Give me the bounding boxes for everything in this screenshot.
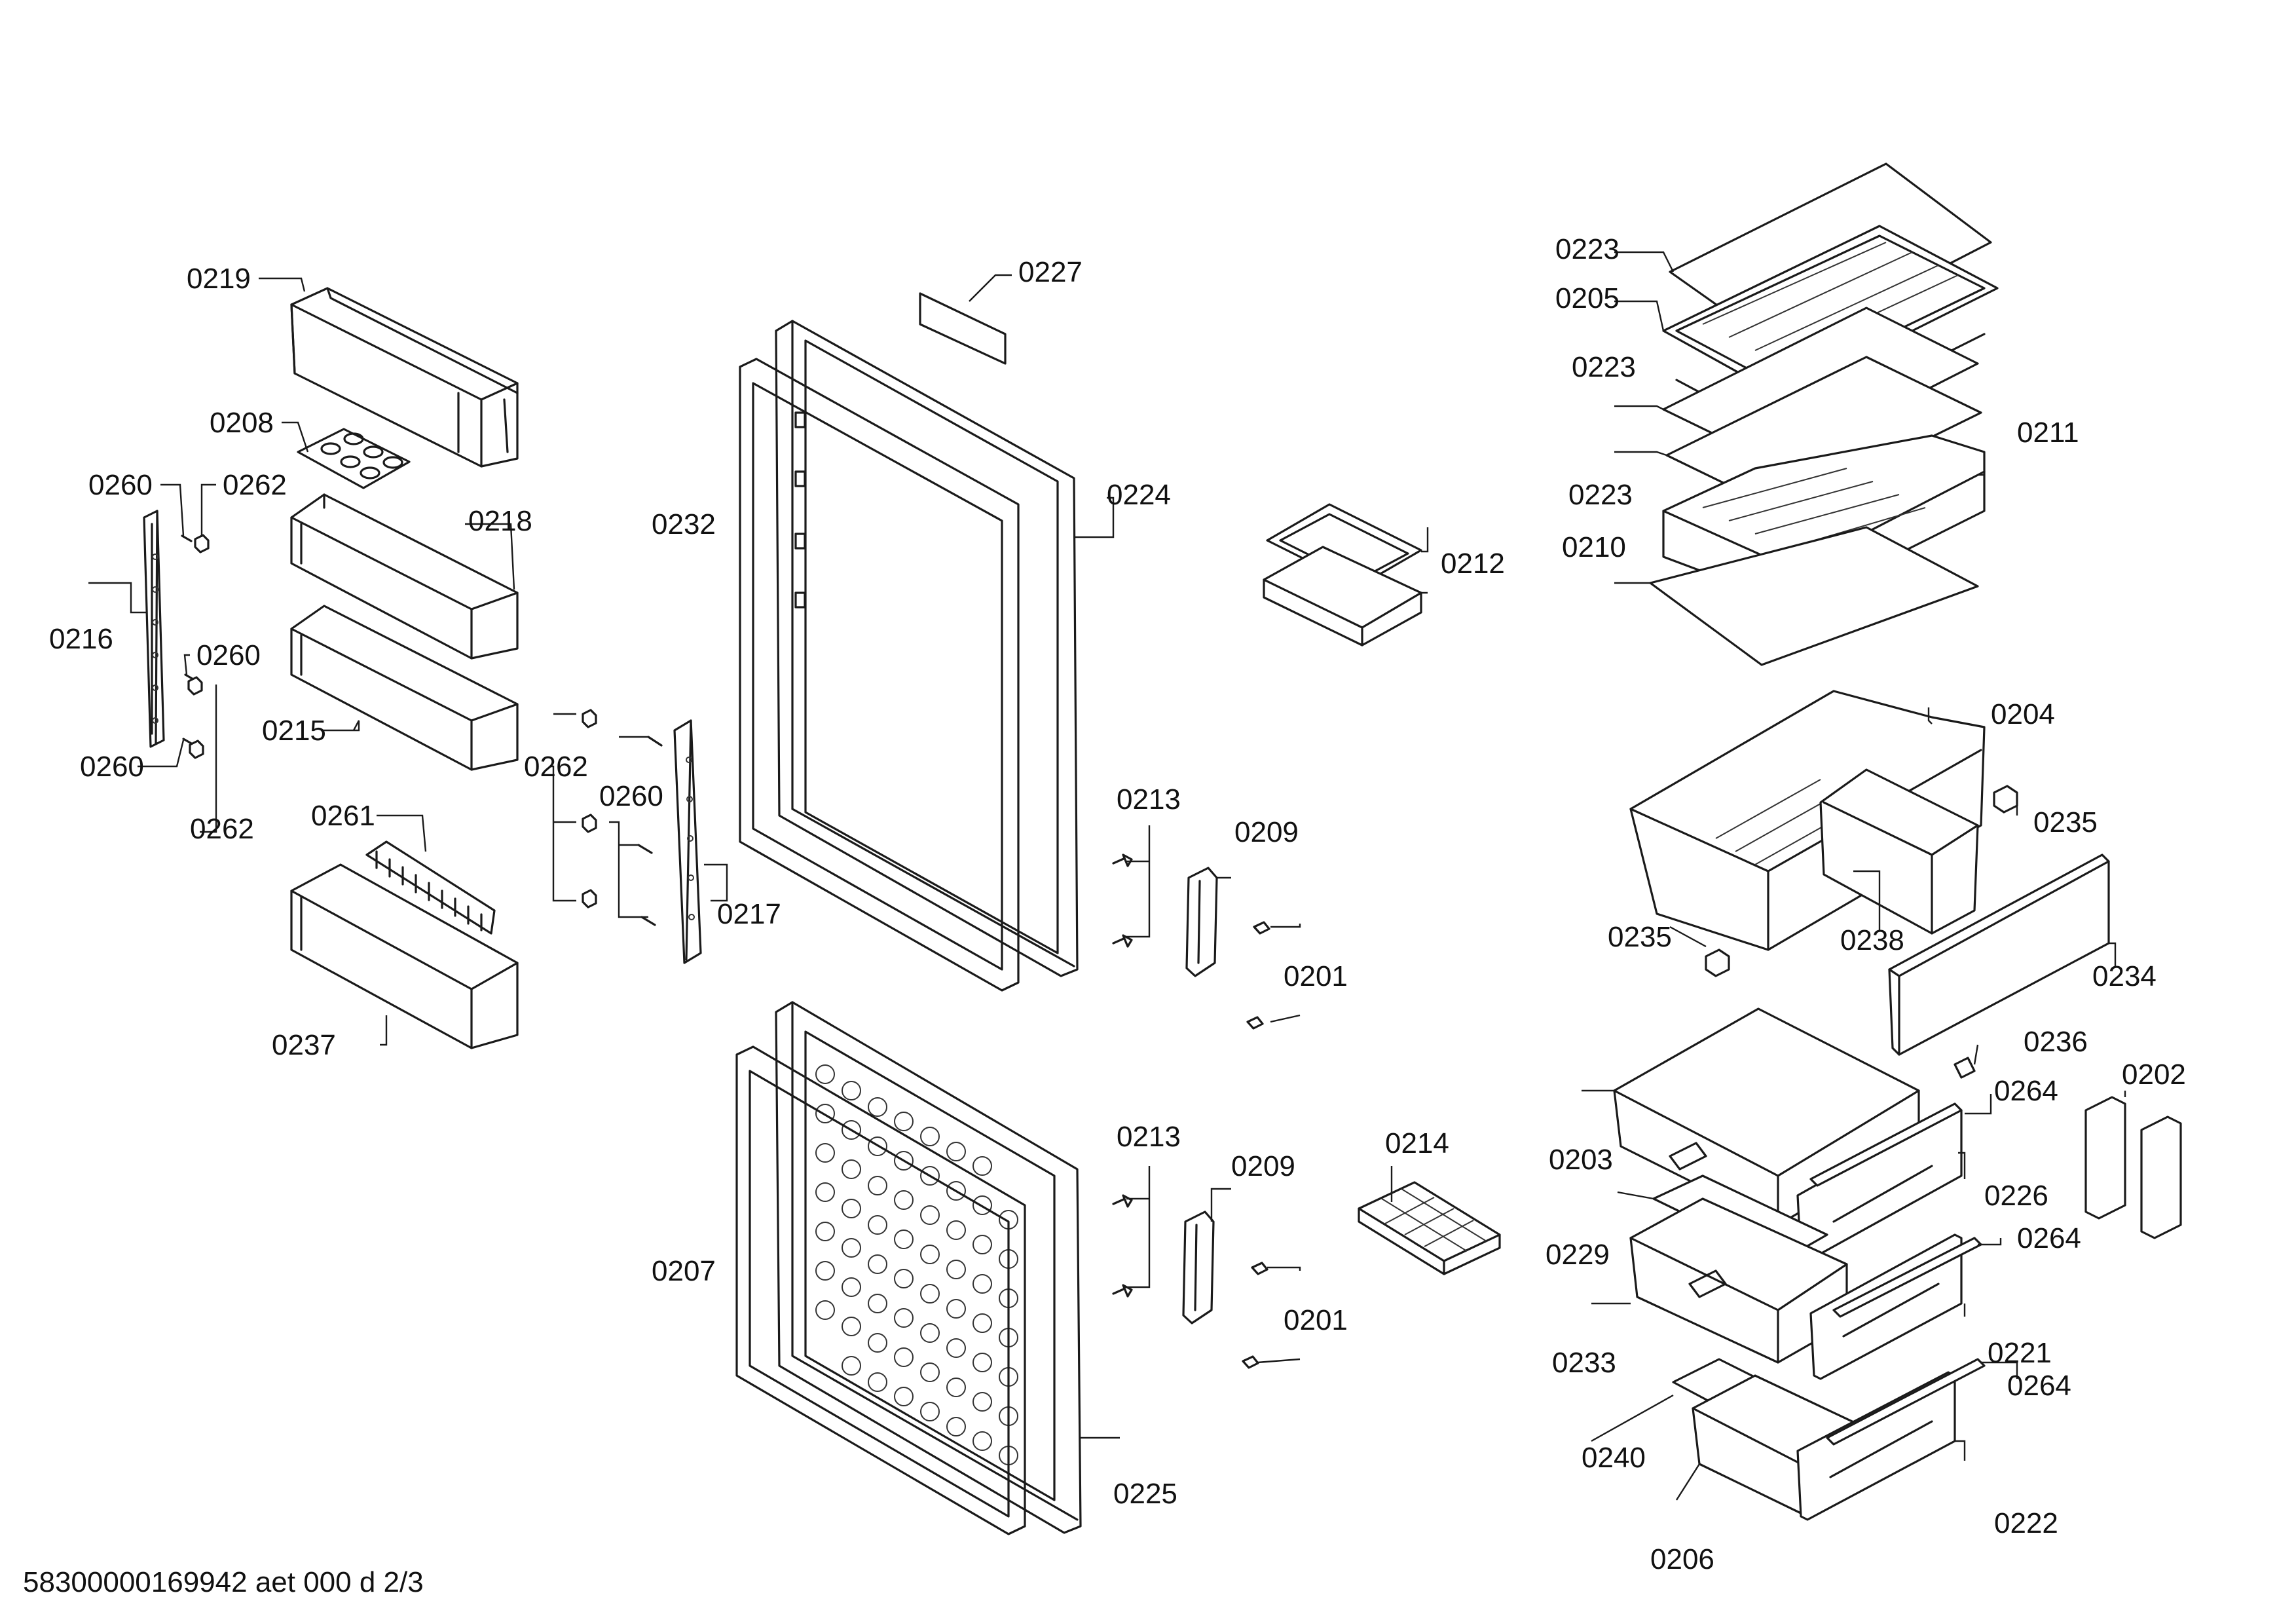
callout-0222: 0222 xyxy=(1994,1507,2058,1539)
leader-lines xyxy=(88,251,2126,1501)
callout-0240: 0240 xyxy=(1582,1442,1646,1474)
callout-0235: 0235 xyxy=(1608,921,1672,953)
callout-0233: 0233 xyxy=(1552,1347,1616,1379)
part-0227-label xyxy=(919,292,1007,365)
callout-0226: 0226 xyxy=(1984,1180,2048,1212)
callout-0215: 0215 xyxy=(262,715,326,747)
callout-0217: 0217 xyxy=(717,898,781,930)
part-0213-screws-upper xyxy=(1112,854,1133,948)
callout-0216: 0216 xyxy=(49,623,113,655)
callout-0213: 0213 xyxy=(1117,783,1181,816)
part-0212-chiller-trays xyxy=(1263,503,1422,647)
part-0216-door-rail xyxy=(143,510,165,748)
part-0217-door-rail xyxy=(673,719,702,964)
part-0218-door-shelf xyxy=(290,493,519,660)
callout-0262: 0262 xyxy=(524,751,588,783)
part-0201-caps-upper xyxy=(1246,921,1270,1030)
part-0261-bottle-divider xyxy=(365,840,496,935)
callout-0202: 0202 xyxy=(2122,1059,2186,1091)
callout-0229: 0229 xyxy=(1546,1239,1610,1271)
callout-0211: 0211 xyxy=(2017,417,2079,449)
callout-labels: 0219 0208 0260 0262 0218 0216 0260 0215 … xyxy=(49,233,2186,1575)
part-0232-door-gasket xyxy=(739,358,1020,992)
callout-0236: 0236 xyxy=(2024,1026,2088,1058)
part-0202-ice-packs xyxy=(2084,1096,2182,1239)
callout-0223: 0223 xyxy=(1555,233,1620,265)
callout-0227: 0227 xyxy=(1018,256,1083,288)
callout-0205: 0205 xyxy=(1555,282,1620,314)
part-0208-egg-tray xyxy=(297,428,411,489)
callout-0206: 0206 xyxy=(1650,1543,1714,1575)
callout-0224: 0224 xyxy=(1107,479,1171,511)
callout-0260: 0260 xyxy=(80,751,144,783)
part-0201-caps-lower xyxy=(1242,1262,1268,1369)
callout-0219: 0219 xyxy=(187,263,251,295)
part-0209-handle-lower xyxy=(1182,1210,1215,1324)
callout-0212: 0212 xyxy=(1441,548,1505,580)
callout-0238: 0238 xyxy=(1840,924,1904,956)
callout-0213: 0213 xyxy=(1117,1121,1181,1153)
callout-0264: 0264 xyxy=(2017,1222,2081,1254)
part-0214-ice-tray xyxy=(1358,1181,1501,1275)
callout-0210: 0210 xyxy=(1562,531,1626,563)
part-0207-freezer-gasket xyxy=(735,1045,1026,1535)
callout-0232: 0232 xyxy=(652,508,716,540)
part-0224-fridge-door xyxy=(775,320,1079,977)
part-0236-clip xyxy=(1953,1057,1976,1079)
callout-0237: 0237 xyxy=(272,1029,336,1061)
part-0237-door-shelf xyxy=(290,863,519,1049)
callout-0261: 0261 xyxy=(311,800,375,832)
part-0215-door-shelf xyxy=(290,605,519,771)
callout-0262: 0262 xyxy=(223,469,287,501)
callout-0214: 0214 xyxy=(1385,1127,1449,1159)
callout-0207: 0207 xyxy=(652,1255,716,1287)
callout-0260: 0260 xyxy=(599,780,663,812)
callout-0260: 0260 xyxy=(196,639,261,671)
callout-0264: 0264 xyxy=(1994,1075,2058,1107)
part-0210-glass-plate xyxy=(1649,526,1979,666)
callout-0204: 0204 xyxy=(1991,698,2055,730)
callout-0223: 0223 xyxy=(1572,351,1636,383)
callout-0209: 0209 xyxy=(1234,816,1299,848)
callout-0203: 0203 xyxy=(1549,1144,1613,1176)
part-0262-clips-mid xyxy=(582,709,663,926)
callout-0201: 0201 xyxy=(1284,960,1348,992)
callout-0201: 0201 xyxy=(1284,1304,1348,1336)
callout-0218: 0218 xyxy=(468,505,532,537)
callout-0235: 0235 xyxy=(2033,806,2098,838)
part-0213-screws-lower xyxy=(1112,1194,1133,1298)
part-0219-bottle-shelf xyxy=(290,287,519,468)
document-footer-id: 58300000169942 aet 000 d 2/3 xyxy=(23,1566,424,1598)
callout-0264: 0264 xyxy=(2007,1370,2071,1402)
callout-0223: 0223 xyxy=(1568,479,1633,511)
part-0204-crisper-bin xyxy=(1629,690,1986,951)
part-0225-freezer-door xyxy=(775,1001,1082,1534)
part-0209-handle-upper xyxy=(1185,867,1218,977)
callout-0221: 0221 xyxy=(1988,1337,2052,1369)
callout-0225: 0225 xyxy=(1113,1478,1177,1510)
freezer-door-dimple-pattern xyxy=(815,1064,1018,1465)
part-0260-0262-fasteners-left xyxy=(181,534,210,759)
callout-0262: 0262 xyxy=(190,813,254,845)
callout-0260: 0260 xyxy=(88,469,153,501)
part-0235-clips xyxy=(1705,785,2018,977)
callout-0208: 0208 xyxy=(210,407,274,439)
callout-0234: 0234 xyxy=(2092,960,2157,992)
callout-0209: 0209 xyxy=(1231,1150,1295,1182)
